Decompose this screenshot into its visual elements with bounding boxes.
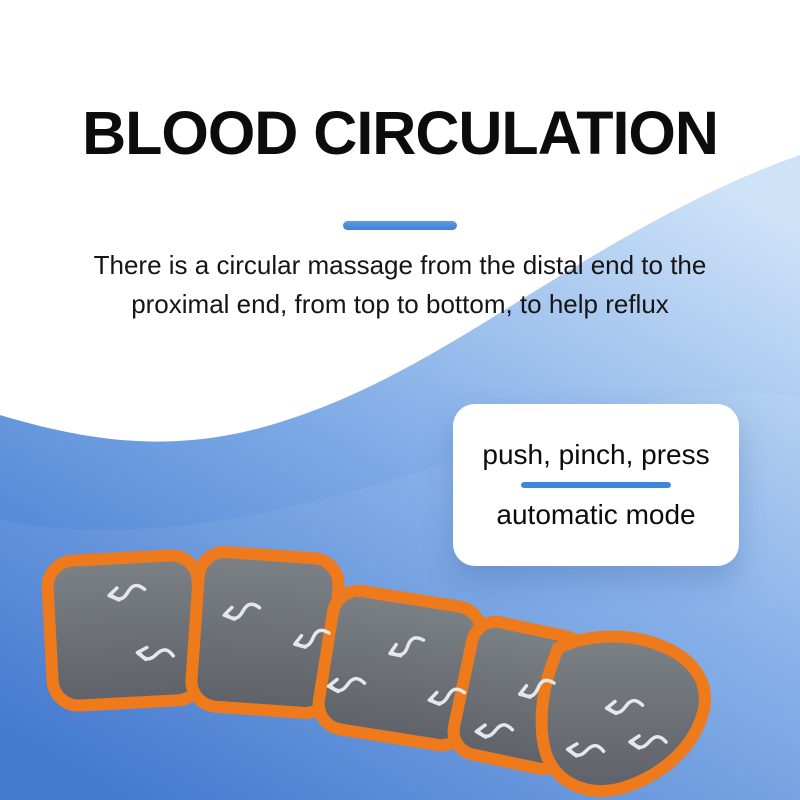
headline: BLOOD CIRCULATION — [82, 99, 719, 167]
feature-line-2: automatic mode — [496, 499, 696, 530]
foot-boot-segment — [535, 630, 711, 797]
thigh-cuff-segment — [41, 549, 209, 712]
subtitle-line-2: proximal end, from top to bottom, to hel… — [131, 289, 669, 319]
feature-card-divider — [521, 482, 671, 488]
leg-massager-illustration — [41, 546, 711, 797]
headline-underline — [343, 221, 457, 230]
feature-card: push, pinch, press automatic mode — [453, 404, 739, 566]
subtitle: There is a circular massage from the dis… — [0, 246, 800, 324]
feature-line-1: push, pinch, press — [482, 439, 710, 470]
leg-body — [41, 546, 711, 797]
subtitle-line-1: There is a circular massage from the dis… — [93, 250, 707, 280]
